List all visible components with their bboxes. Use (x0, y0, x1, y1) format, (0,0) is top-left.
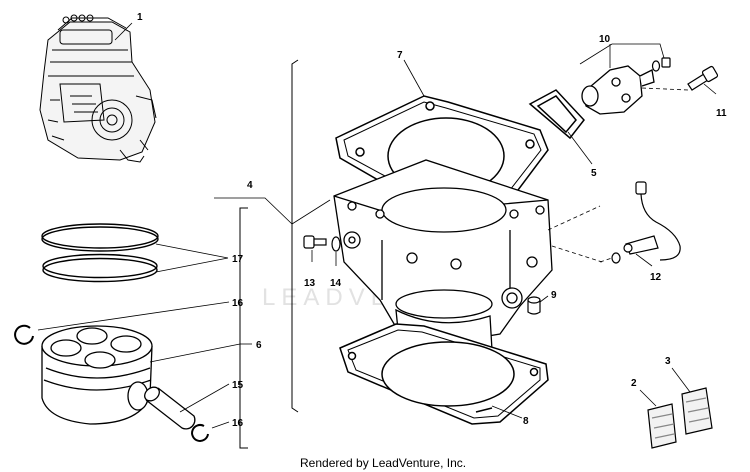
chain-tensioner[interactable] (581, 65, 655, 115)
piston-ring-set[interactable] (41, 223, 159, 283)
callout-6[interactable]: 6 (256, 340, 262, 351)
callout-14[interactable]: 14 (330, 278, 342, 289)
callout-3[interactable]: 3 (665, 356, 671, 367)
seal-ring[interactable] (528, 89, 585, 140)
circlip-right[interactable] (191, 423, 209, 442)
circlip-left[interactable] (14, 324, 34, 345)
callout-9[interactable]: 9 (551, 290, 557, 301)
tensioner-bolt-small[interactable] (661, 57, 671, 68)
callout-15[interactable]: 15 (232, 380, 244, 391)
sensor-washer[interactable] (611, 252, 621, 264)
callout-8[interactable]: 8 (523, 416, 529, 427)
callout-13[interactable]: 13 (304, 278, 316, 289)
kit-packet-3[interactable] (681, 387, 713, 435)
washer-14[interactable] (331, 236, 341, 252)
tensioner-washer[interactable] (651, 60, 661, 72)
callout-4[interactable]: 4 (247, 180, 253, 191)
bracket-6 (239, 207, 248, 449)
bracket-4 (291, 59, 299, 413)
callout-12[interactable]: 12 (650, 272, 662, 283)
dowel-pin[interactable] (527, 296, 541, 315)
callout-5[interactable]: 5 (591, 168, 597, 179)
callout-16-upper[interactable]: 16 (232, 298, 244, 309)
kit-packet-2[interactable] (647, 403, 677, 449)
base-gasket[interactable] (339, 323, 549, 425)
callout-17[interactable]: 17 (232, 254, 244, 265)
piston[interactable] (41, 325, 153, 425)
footer-credit: Rendered by LeadVenture, Inc. (300, 456, 466, 470)
bolt-13[interactable] (303, 235, 327, 249)
bolt-11[interactable] (687, 65, 719, 91)
callout-2[interactable]: 2 (631, 378, 637, 389)
engine-assembly-illustration[interactable] (39, 14, 157, 163)
callout-11[interactable]: 11 (716, 108, 727, 119)
piston-pin[interactable] (142, 384, 196, 430)
callout-1[interactable]: 1 (137, 12, 143, 23)
callout-7[interactable]: 7 (397, 50, 403, 61)
temperature-sensor[interactable] (623, 181, 681, 261)
callout-16-lower[interactable]: 16 (232, 418, 244, 429)
cylinder[interactable] (333, 159, 553, 360)
callout-10[interactable]: 10 (599, 34, 611, 45)
